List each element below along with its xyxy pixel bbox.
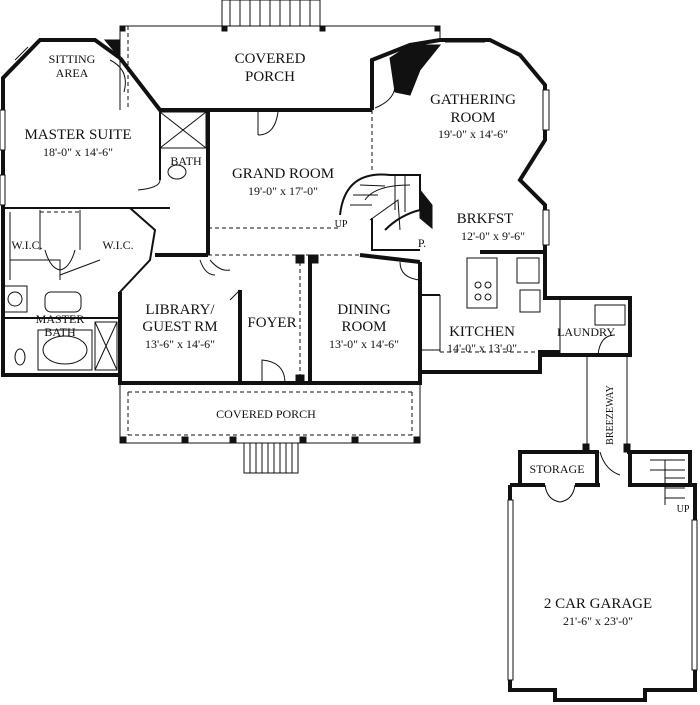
grand-room-label: GRAND ROOM xyxy=(232,166,334,182)
library-label-line2: GUEST RM xyxy=(142,319,217,335)
sitting-area-label-line1: SITTING xyxy=(49,52,96,66)
gathering-room-label-line2: ROOM xyxy=(450,110,495,126)
dining-room-label-line2: ROOM xyxy=(341,319,386,335)
breezeway xyxy=(582,355,631,453)
pantry-label: P. xyxy=(418,236,426,250)
grand-room-walls xyxy=(208,108,373,256)
gathering-room-label-line1: GATHERING xyxy=(430,92,516,108)
library-dim: 13'-6" x 14'-6" xyxy=(145,337,215,351)
gathering-room-dim: 19'-0" x 14'-6" xyxy=(438,127,508,141)
master-suite-dim: 18'-0" x 14'-6" xyxy=(43,145,113,159)
closets-master-bath xyxy=(1,207,157,377)
master-suite-label: MASTER SUITE xyxy=(24,127,131,143)
foyer-label: FOYER xyxy=(247,315,296,331)
kitchen-label: KITCHEN xyxy=(449,324,515,340)
master-bath-label-line2: BATH xyxy=(44,325,76,339)
garage-label: 2 CAR GARAGE xyxy=(544,596,652,612)
stair-up-label: UP xyxy=(335,219,348,230)
master-bath-label-line1: MASTER xyxy=(36,312,85,326)
kitchen-walls xyxy=(399,252,632,374)
brkfst-dim: 12'-0" x 9'-6" xyxy=(461,229,525,243)
wic-left-label: W.I.C. xyxy=(11,238,42,252)
master-suite-walls xyxy=(0,38,170,209)
library-label-line1: LIBRARY/ xyxy=(145,302,215,318)
breezeway-label: BREEZEWAY xyxy=(605,385,616,445)
dining-room-label-line1: DINING xyxy=(337,302,390,318)
bath-walls xyxy=(109,56,210,255)
bath-label: BATH xyxy=(170,154,202,168)
rear-porch-label-line2: PORCH xyxy=(245,69,295,85)
rear-porch-label-line1: COVERED xyxy=(235,51,306,67)
wic-right-label: W.I.C. xyxy=(102,238,133,252)
front-porch-label: COVERED PORCH xyxy=(216,407,316,421)
grand-room-dim: 19'-0" x 17'-0" xyxy=(248,184,318,198)
garage-walls xyxy=(507,450,698,702)
kitchen-dim: 14'-0" x 13'-0" xyxy=(447,341,517,355)
brkfst-label: BRKFST xyxy=(457,211,514,227)
sitting-area-label-line2: AREA xyxy=(56,66,89,80)
main-stair xyxy=(339,173,433,251)
storage-label: STORAGE xyxy=(529,462,584,476)
front-covered-porch xyxy=(119,383,421,474)
laundry-label: LAUNDRY xyxy=(557,325,615,339)
gathering-room-walls xyxy=(370,38,550,254)
garage-stair-up-label: UP xyxy=(677,504,690,515)
dining-room-dim: 13'-0" x 14'-6" xyxy=(329,337,399,351)
garage-dim: 21'-6" x 23'-0" xyxy=(563,614,633,628)
